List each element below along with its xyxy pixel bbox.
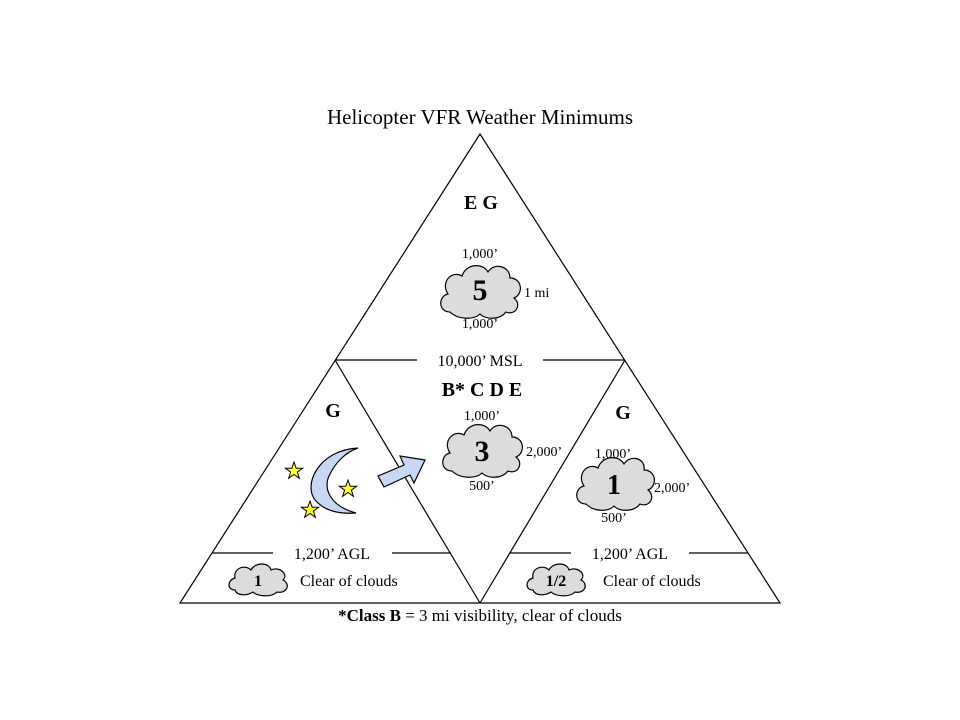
right-cloud-icon [576,457,655,511]
right-agl-label: 1,200’ AGL [592,546,668,563]
top-cloud-icon [440,265,521,319]
moon-icon [310,447,359,514]
right-class-label: G [615,402,631,424]
middle-above-clearance: 1,000’ [464,409,500,424]
inner-left-edge [334,359,481,604]
right-above-clearance: 1,000’ [595,447,631,462]
star-icon [283,460,305,480]
left-low-visibility-value: 1 [254,573,262,590]
top-horizontal-clearance: 1 mi [524,286,549,301]
footnote-rest: = 3 mi visibility, clear of clouds [401,606,622,625]
left-low-clearance-label: Clear of clouds [300,573,398,590]
right-horizontal-clearance: 2,000’ [654,481,690,496]
inner-right-edge [479,359,626,604]
left-agl-label: 1,200’ AGL [294,546,370,563]
class-b-footnote: *Class B = 3 mi visibility, clear of clo… [338,606,622,625]
right-low-cloud-icon [526,563,586,597]
left-class-label: G [325,400,341,422]
right-below-clearance: 500’ [601,511,627,526]
top-class-label: E G [464,192,498,214]
right-low-clearance-label: Clear of clouds [603,573,701,590]
footnote-bold: *Class B [338,606,401,625]
middle-horizontal-clearance: 2,000’ [526,445,562,460]
arrow-icon [377,455,426,488]
top-visibility-value: 5 [473,274,488,307]
middle-cloud-icon [442,424,523,478]
top-below-clearance: 1,000’ [462,317,498,332]
top-above-clearance: 1,000’ [462,247,498,262]
middle-below-clearance: 500’ [469,479,495,494]
star-icon [337,478,359,498]
left-low-cloud-icon [228,563,288,597]
middle-visibility-value: 3 [475,435,490,468]
msl-boundary-label: 10,000’ MSL [437,353,522,370]
star-icon [299,499,321,519]
right-low-visibility-value: 1/2 [546,573,566,590]
right-visibility-value: 1 [607,470,621,501]
middle-class-label: B* C D E [442,379,523,401]
diagram-title: Helicopter VFR Weather Minimums [327,105,633,129]
